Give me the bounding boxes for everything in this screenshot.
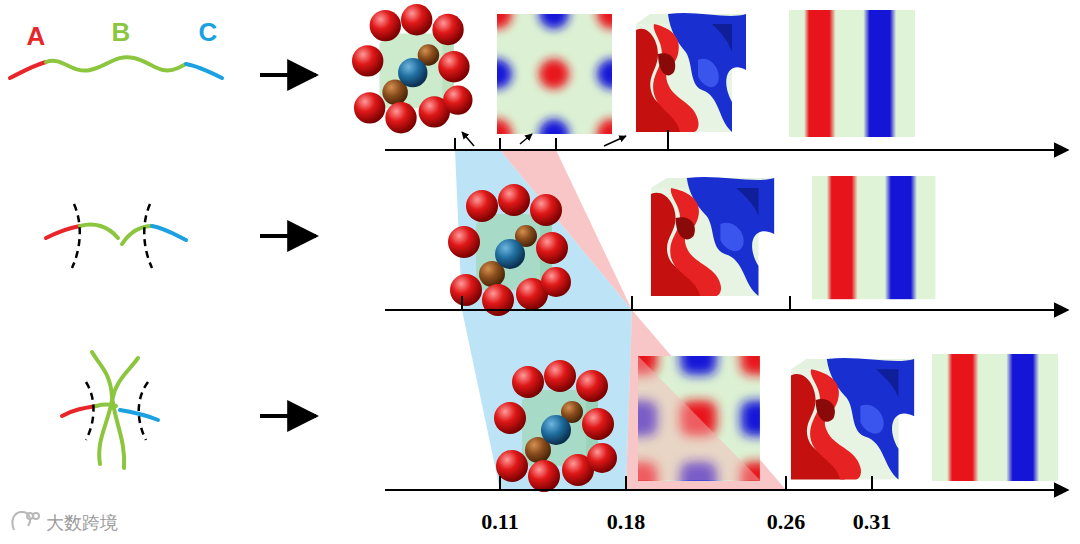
lamellar-phase bbox=[932, 354, 1058, 481]
axis-tick bbox=[455, 130, 872, 490]
star-chain bbox=[62, 352, 158, 468]
phase-region bbox=[638, 356, 760, 480]
axis bbox=[385, 150, 1068, 490]
lamellar-phase bbox=[812, 176, 935, 299]
sphere-phase bbox=[494, 360, 617, 492]
watermark-logo bbox=[12, 512, 39, 530]
sphere-phase bbox=[448, 184, 571, 316]
branched-chain bbox=[46, 225, 186, 245]
gyroid-phase bbox=[651, 177, 774, 296]
axis-value: 0.31 bbox=[853, 511, 892, 533]
leader-arrow bbox=[462, 132, 626, 146]
block-label: C bbox=[199, 19, 218, 45]
square-pattern bbox=[482, 0, 627, 149]
axis-value: 0.26 bbox=[767, 511, 806, 533]
gyroid-phase bbox=[791, 358, 914, 479]
junction-mark bbox=[72, 204, 152, 268]
block-label: A bbox=[27, 23, 46, 49]
watermark: 大数跨境 bbox=[46, 514, 118, 532]
sphere-phase bbox=[352, 4, 473, 133]
gyroid-phase bbox=[636, 13, 746, 132]
axis-value: 0.18 bbox=[607, 511, 646, 533]
linear-chain bbox=[10, 57, 222, 78]
junction-mark bbox=[86, 382, 148, 440]
arrow bbox=[260, 75, 316, 416]
axis-value: 0.11 bbox=[481, 511, 518, 533]
block-label: B bbox=[112, 19, 131, 45]
lamellar-phase bbox=[789, 10, 915, 137]
square-pattern bbox=[621, 339, 777, 497]
